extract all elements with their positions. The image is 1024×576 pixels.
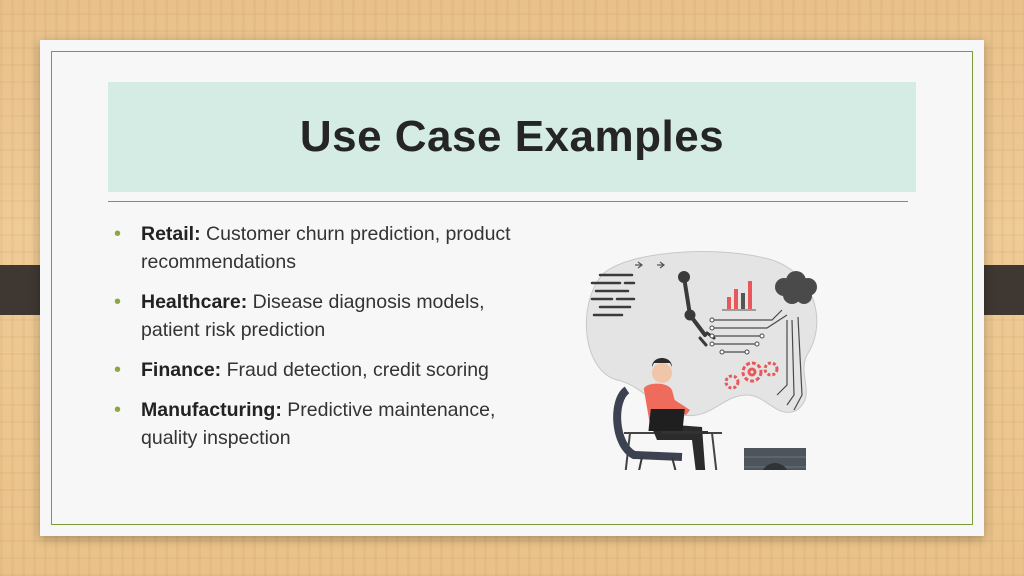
bullet-text: Predictive maintenance, quality inspecti… xyxy=(141,399,496,449)
bullet-label: Retail: xyxy=(141,223,207,245)
title-underline xyxy=(108,201,908,202)
bullet-dot-icon: • xyxy=(114,291,122,313)
bullet-retail: • Retail: Customer churn prediction, pro… xyxy=(112,220,512,276)
bullet-label: Healthcare: xyxy=(141,291,253,313)
bullet-finance: • Finance: Fraud detection, credit scori… xyxy=(112,356,512,384)
bullet-list: • Retail: Customer churn prediction, pro… xyxy=(112,220,512,464)
cloud-icon xyxy=(775,271,817,304)
circuit-lines xyxy=(712,309,803,411)
chair xyxy=(613,386,683,470)
code-lines-icon xyxy=(590,273,636,317)
machine-learning-illustration: ML xyxy=(585,251,818,470)
bullet-text: Customer churn prediction, product recom… xyxy=(141,223,511,273)
slide-card: Use Case Examples • Retail: Customer chu… xyxy=(40,40,984,536)
ml-box: ML xyxy=(744,448,806,470)
slide-border xyxy=(51,51,973,525)
bullet-text: Disease diagnosis models, patient risk p… xyxy=(141,291,485,341)
bullet-label: Finance: xyxy=(141,359,227,381)
bullet-dot-icon: • xyxy=(114,223,122,245)
bullet-healthcare: • Healthcare: Disease diagnosis models, … xyxy=(112,288,512,344)
gears-icon xyxy=(724,361,779,390)
slide-title: Use Case Examples xyxy=(299,112,725,161)
bullet-text: Fraud detection, credit scoring xyxy=(226,359,489,381)
bullet-label: Manufacturing: xyxy=(141,399,288,421)
bar-chart-icon xyxy=(722,281,756,311)
bullet-dot-icon: • xyxy=(114,359,122,381)
bullet-manufacturing: • Manufacturing: Predictive maintenance,… xyxy=(112,396,512,452)
arrow-icons xyxy=(635,261,665,269)
bullet-dot-icon: • xyxy=(114,399,122,421)
circuit-nodes xyxy=(709,317,765,355)
title-banner: Use Case Examples xyxy=(108,82,916,192)
laptop-icon xyxy=(648,409,708,434)
